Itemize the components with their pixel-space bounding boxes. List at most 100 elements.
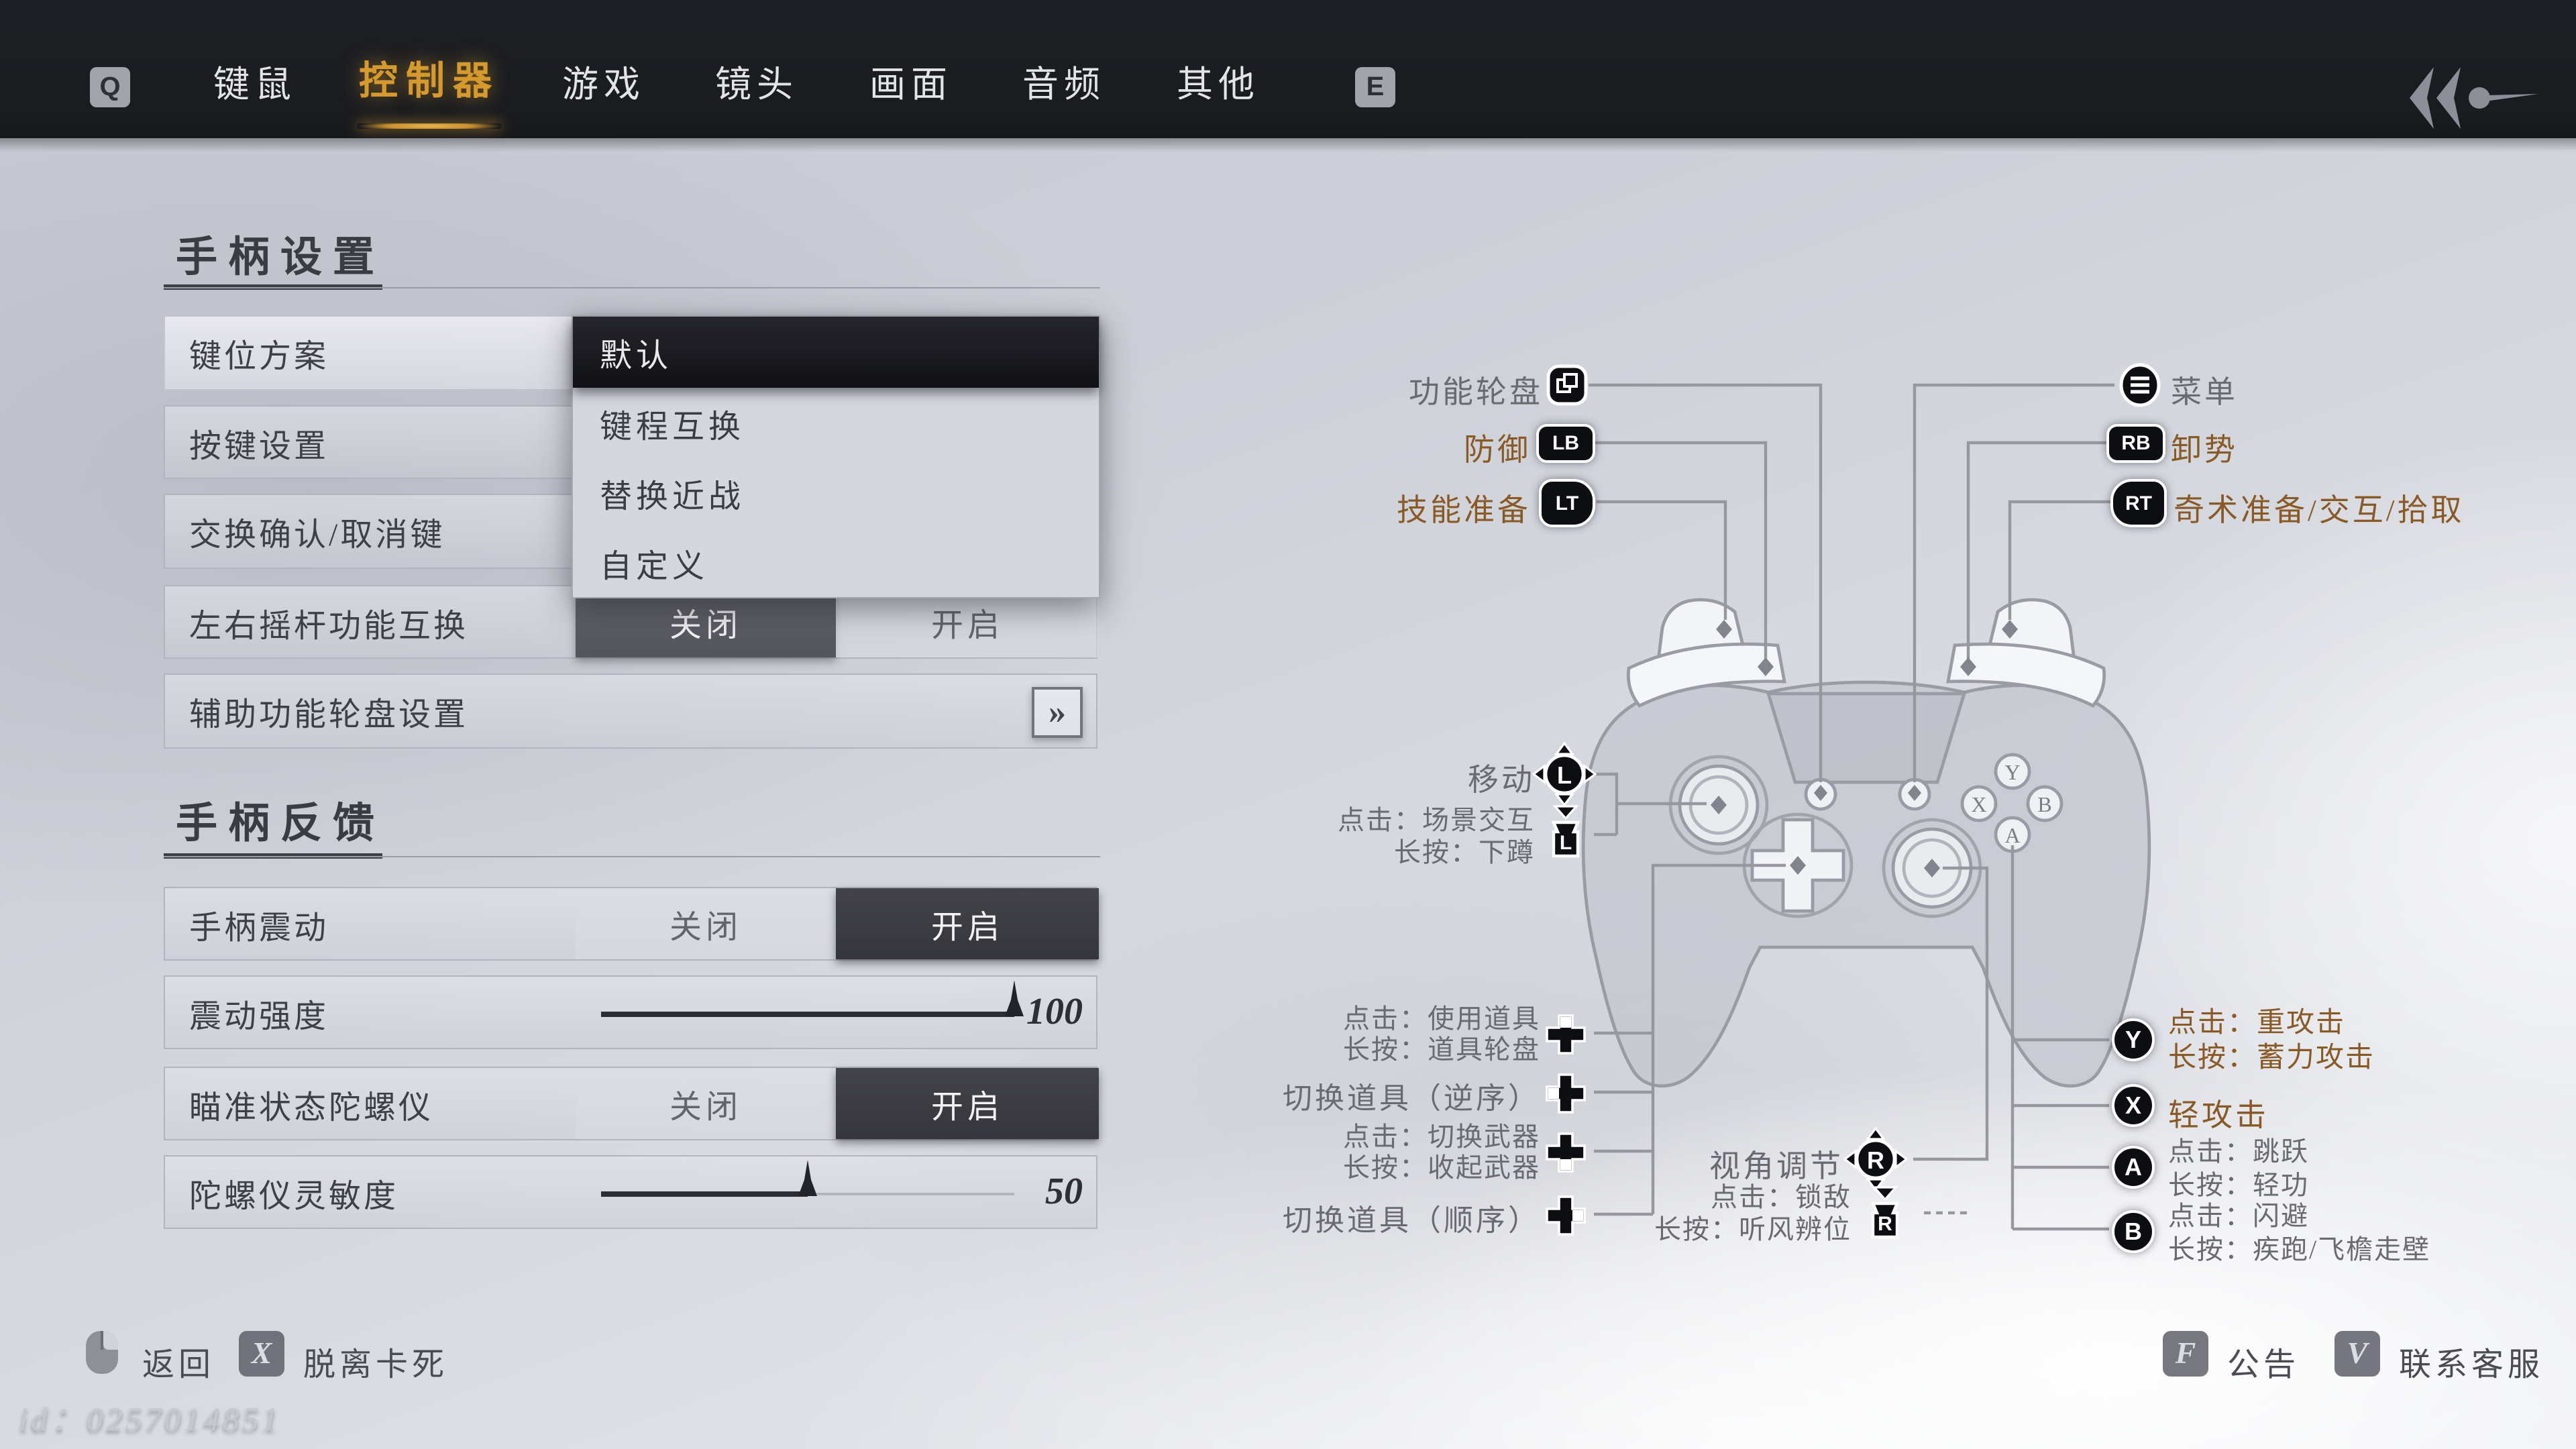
slider-fill (601, 1011, 1014, 1016)
keymap-scheme-dropdown: 默认 键程互换 替换近战 自定义 (572, 315, 1100, 598)
support-button[interactable]: 联系客服 (2399, 1348, 2544, 1383)
assist-wheel-label: 辅助功能轮盘设置 (189, 698, 468, 733)
unstuck-button[interactable]: 脱离卡死 (303, 1348, 448, 1383)
tab-camera[interactable]: 镜头 (715, 64, 798, 105)
vibration-label: 手柄震动 (189, 911, 329, 946)
view-button-icon (1546, 364, 1588, 406)
swap-confirm-cancel-label: 交换确认/取消键 (189, 519, 445, 553)
support-key-badge: V (2334, 1331, 2380, 1377)
rt-button-icon: RT (2110, 479, 2167, 527)
y-hold-label: 长按：蓄力攻击 (2168, 1041, 2375, 1073)
right-stick-icon: R (1843, 1127, 1908, 1191)
dropdown-option-default[interactable]: 默认 (573, 317, 1099, 388)
b-hold-label: 长按：疾跑/飞檐走壁 (2168, 1236, 2431, 1265)
top-tab-bar: Q 键鼠 控制器 游戏 镜头 画面 音频 其他 E (0, 0, 2576, 152)
vibration-on-option[interactable]: 开启 (836, 888, 1099, 959)
slider-fill (601, 1191, 808, 1196)
dpad-down-click-label: 点击：切换武器 (1343, 1123, 1540, 1152)
y-button-icon: Y (2112, 1018, 2155, 1061)
l3-press-icon: L (1551, 805, 1580, 858)
notice-key-badge: F (2163, 1331, 2208, 1377)
dpad-left-label: 切换道具（逆序） (1282, 1081, 1540, 1115)
x-button-icon: X (2112, 1084, 2155, 1127)
menu-button-icon (2119, 363, 2161, 407)
dpad-up-click-label: 点击：使用道具 (1343, 1005, 1540, 1034)
vibration-strength-value: 100 (1026, 991, 1083, 1032)
a-click-label: 点击：跳跃 (2168, 1138, 2309, 1167)
menu-button-label: 菜单 (2171, 376, 2238, 409)
b-click-label: 点击：闪避 (2168, 1202, 2309, 1232)
dropdown-option-melee-swap[interactable]: 替换近战 (600, 480, 745, 515)
gyro-sensitivity-slider[interactable] (601, 1157, 1014, 1228)
l3-click-label: 点击：场景交互 (1338, 806, 1535, 836)
dpad-down-icon (1546, 1132, 1586, 1173)
dpad-right-icon (1546, 1195, 1586, 1236)
dpad-up-hold-label: 长按：道具轮盘 (1343, 1036, 1540, 1065)
collapse-panel-icon[interactable] (2399, 59, 2546, 137)
assist-wheel-open-button[interactable]: » (1032, 687, 1083, 738)
back-button[interactable]: 返回 (142, 1348, 215, 1383)
right-stick-label: 视角调节 (1709, 1150, 1843, 1183)
r3-press-icon: R (1870, 1186, 1900, 1239)
notice-button[interactable]: 公告 (2227, 1348, 2300, 1383)
tab-controller[interactable]: 控制器 (358, 60, 500, 103)
gyro-sensitivity-label: 陀螺仪灵敏度 (189, 1179, 398, 1214)
left-stick-letter: L (1557, 761, 1572, 789)
section2-rule-light (164, 856, 1100, 857)
dpad-right-label: 切换道具（顺序） (1282, 1203, 1540, 1237)
face-button-y: Y (2004, 760, 2020, 784)
keymap-scheme-label: 键位方案 (189, 340, 329, 375)
tab-audio[interactable]: 音频 (1022, 64, 1106, 105)
gyro-label: 瞄准状态陀螺仪 (189, 1091, 433, 1126)
dropdown-option-custom[interactable]: 自定义 (600, 549, 708, 584)
tab-keyboard-mouse[interactable]: 键鼠 (213, 64, 297, 105)
row-vibration-strength: 震动强度 100 (164, 975, 1097, 1049)
tab-other[interactable]: 其他 (1177, 64, 1260, 105)
rb-action-label: 卸势 (2171, 433, 2238, 467)
rt-action-label: 奇术准备/交互/拾取 (2174, 494, 2465, 527)
l3-letter: L (1560, 832, 1572, 854)
lt-button-icon: LT (1539, 479, 1595, 527)
row-assist-wheel[interactable]: 辅助功能轮盘设置 » (164, 674, 1097, 749)
section-rule-light (164, 287, 1100, 288)
swap-sticks-label: 左右摇杆功能互换 (189, 609, 468, 644)
l3-hold-label: 长按：下蹲 (1394, 839, 1535, 868)
gyro-off-option[interactable]: 关闭 (576, 1068, 836, 1139)
lt-action-label: 技能准备 (1397, 494, 1531, 527)
b-button-icon: B (2112, 1210, 2155, 1253)
dropdown-option-swap-travel[interactable]: 键程互换 (600, 410, 745, 445)
view-button-label: 功能轮盘 (1409, 376, 1543, 409)
section-title-controller-settings: 手柄设置 (176, 233, 385, 280)
button-settings-label: 按键设置 (189, 429, 329, 464)
face-button-x: X (1971, 792, 1986, 816)
face-button-b: B (2037, 792, 2051, 816)
dpad-up-icon (1546, 1014, 1586, 1055)
a-button-icon: A (2112, 1146, 2155, 1189)
tab-game[interactable]: 游戏 (562, 64, 645, 105)
vibration-off-option[interactable]: 关闭 (576, 888, 836, 959)
gyro-on-option[interactable]: 开启 (836, 1068, 1099, 1139)
unstuck-key-badge: X (239, 1331, 284, 1377)
active-tab-underline (357, 123, 502, 129)
dpad-down-hold-label: 长按：收起武器 (1343, 1154, 1540, 1183)
tab-display[interactable]: 画面 (869, 64, 953, 105)
r3-letter: R (1878, 1213, 1892, 1235)
left-stick-icon: L (1532, 742, 1597, 806)
row-vibration: 手柄震动 关闭 开启 (164, 887, 1099, 961)
a-hold-label: 长按：轻功 (2168, 1171, 2309, 1201)
user-id-text: id：0257014851 (19, 1402, 281, 1438)
lb-button-icon: LB (1536, 424, 1595, 463)
rb-button-icon: RB (2106, 424, 2165, 463)
right-stick-letter: R (1867, 1146, 1884, 1174)
x-action-label: 轻攻击 (2168, 1099, 2269, 1132)
prev-tab-key-badge: Q (90, 67, 130, 107)
next-tab-key-badge: E (1355, 67, 1395, 107)
y-click-label: 点击：重攻击 (2168, 1006, 2345, 1038)
dpad-left-icon (1546, 1073, 1586, 1114)
section-title-controller-feedback: 手柄反馈 (176, 800, 385, 847)
vibration-strength-label: 震动强度 (189, 1000, 329, 1034)
lb-action-label: 防御 (1464, 433, 1531, 467)
row-gyro: 瞄准状态陀螺仪 关闭 开启 (164, 1067, 1099, 1140)
mouse-right-button-icon (86, 1331, 118, 1374)
